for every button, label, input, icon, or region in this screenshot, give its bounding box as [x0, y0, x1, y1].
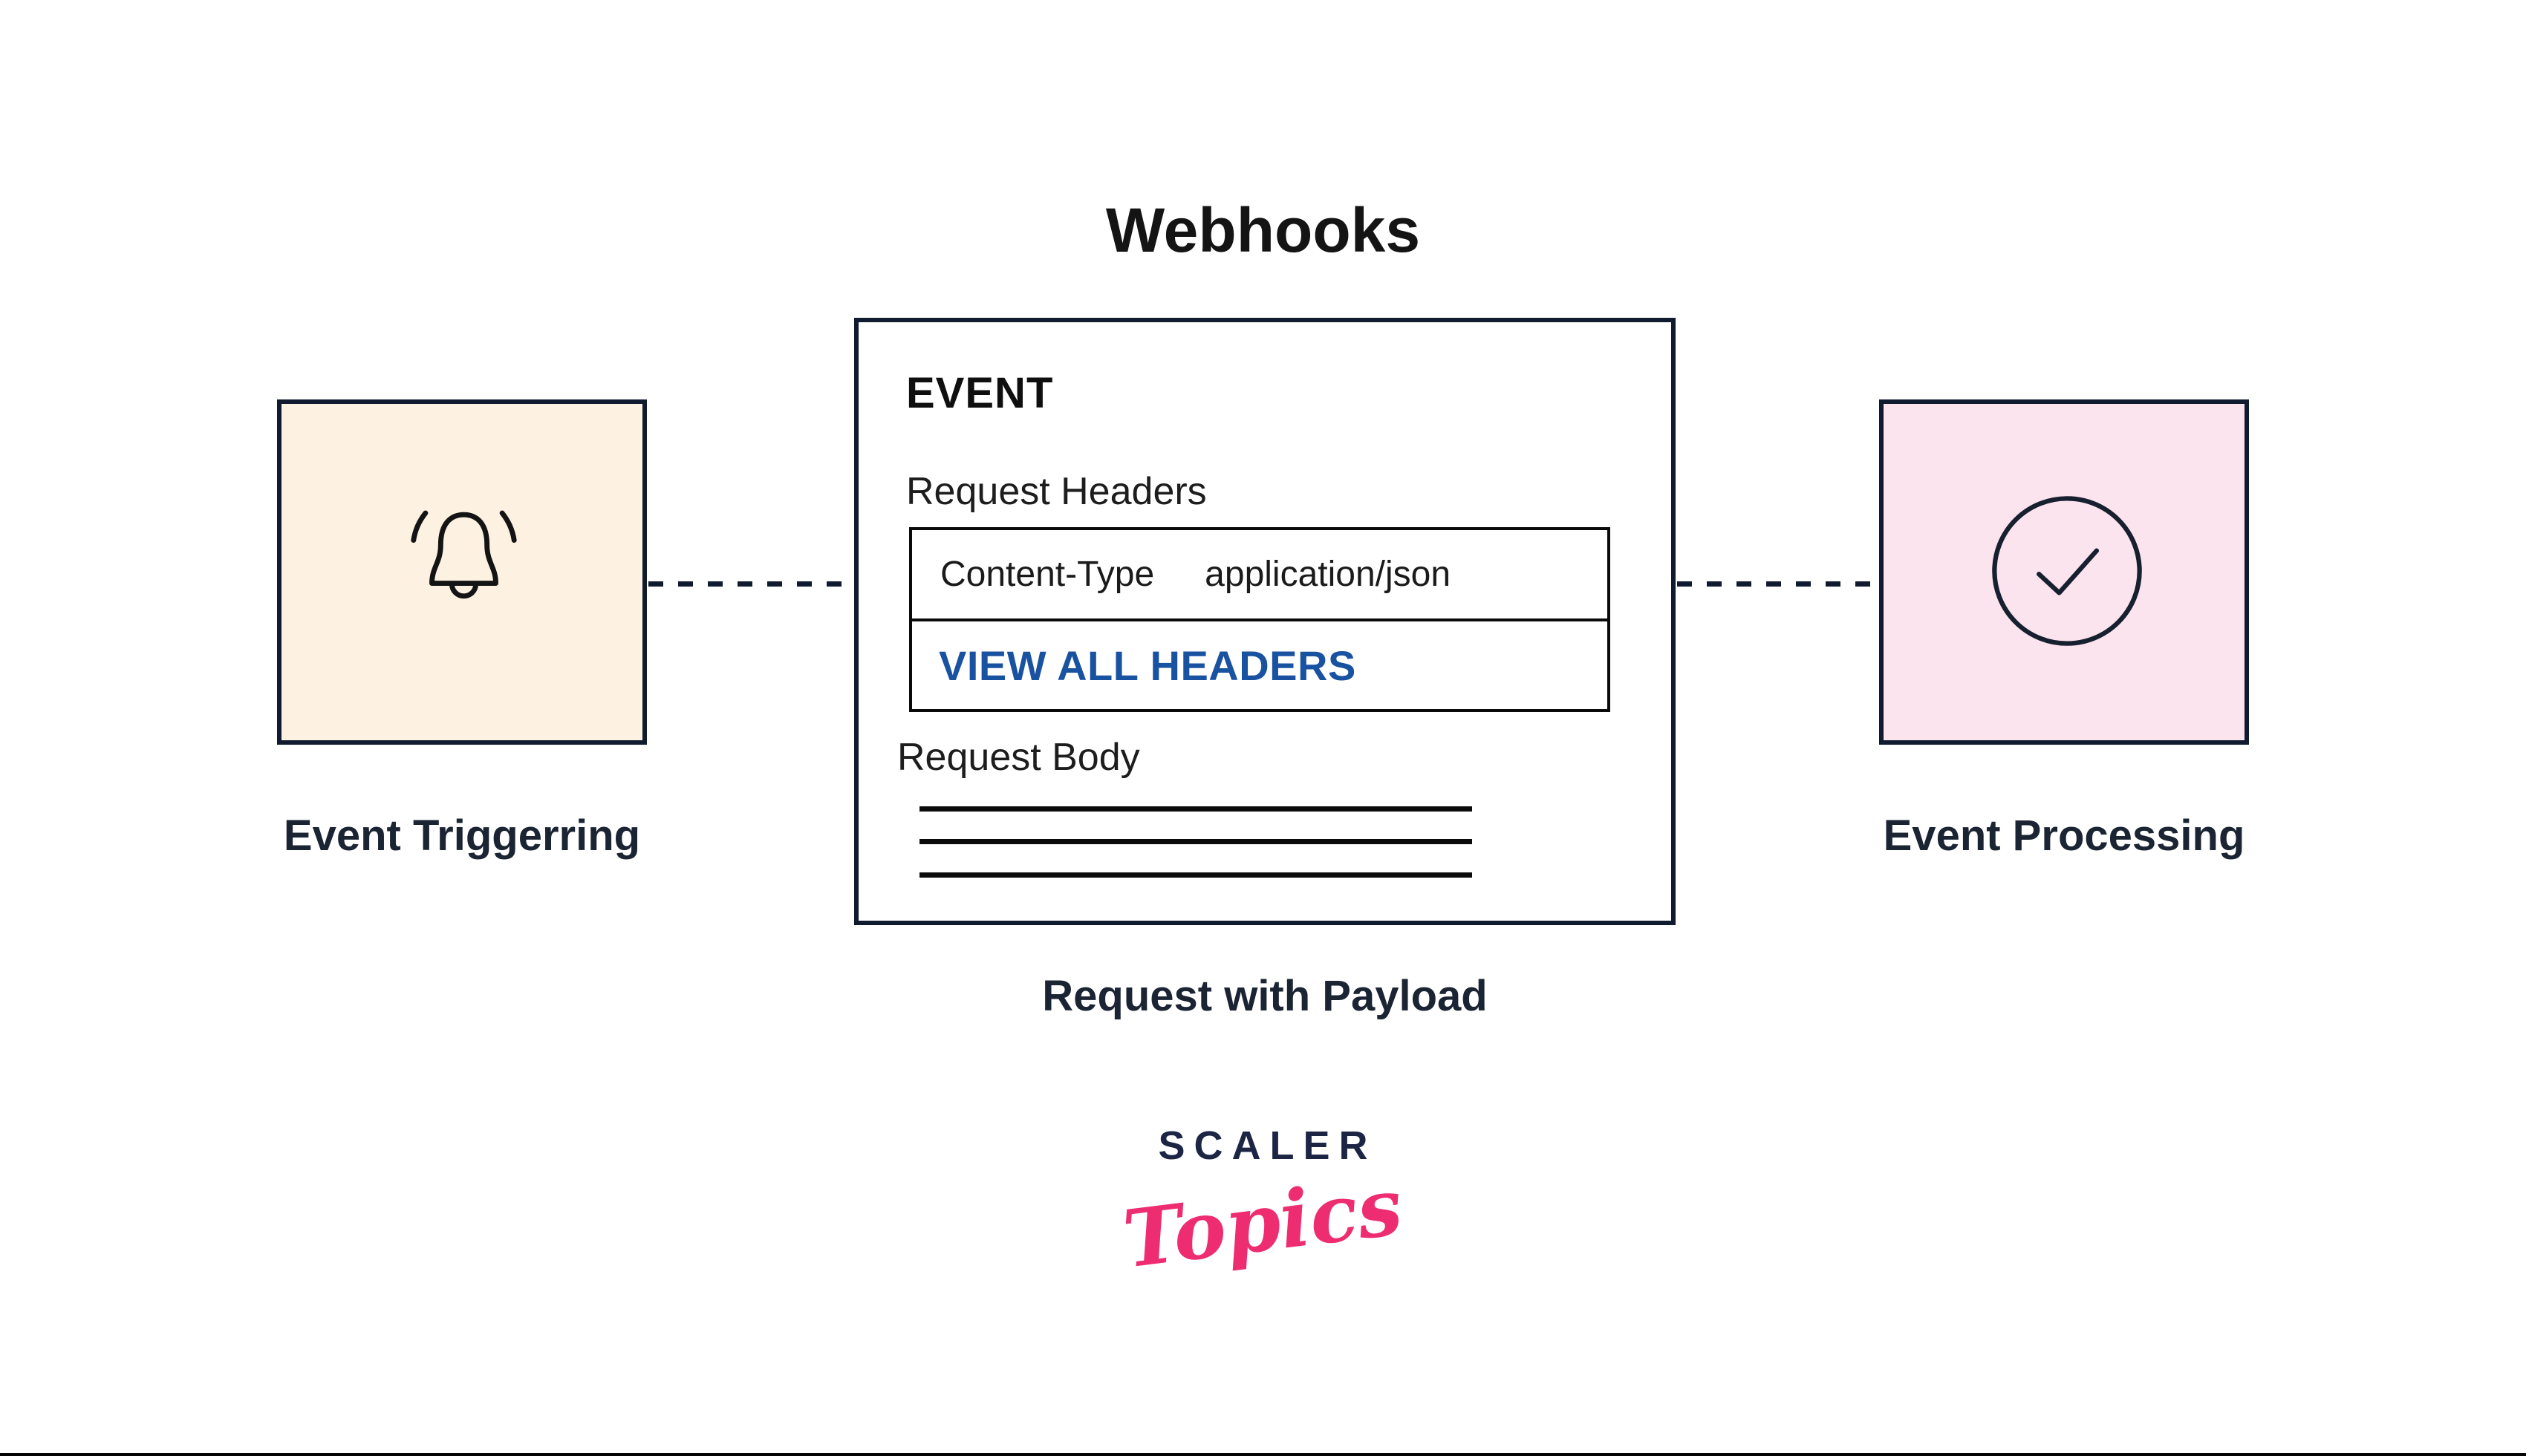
connector-right-dashed-line: [1677, 581, 1879, 587]
header-row: Content-Type application/json: [912, 530, 1607, 618]
request-with-payload-caption: Request with Payload: [1042, 972, 1488, 1020]
bell-icon: [411, 510, 517, 599]
connector-left-dashed-line: [648, 581, 853, 587]
bottom-divider: [0, 1453, 2526, 1456]
body-placeholder-line: [919, 839, 1472, 844]
view-all-headers-link[interactable]: VIEW ALL HEADERS: [939, 642, 1356, 689]
body-placeholder-line: [919, 872, 1472, 878]
event-triggering-label: Event Triggerring: [283, 812, 641, 860]
page-title: Webhooks: [1105, 195, 1421, 265]
request-body-label: Request Body: [897, 736, 1140, 779]
headers-table: Content-Type application/json VIEW ALL H…: [909, 527, 1610, 712]
header-key: Content-Type: [940, 555, 1155, 594]
event-triggering-box: [277, 399, 647, 745]
scaler-topics-logo: Topics: [0, 1160, 2526, 1286]
header-value: application/json: [1205, 555, 1451, 594]
event-heading: EVENT: [906, 369, 1054, 417]
topics-logo-script: Topics: [1119, 1159, 1407, 1286]
event-processing-box: [1879, 399, 2249, 745]
view-all-headers-row: VIEW ALL HEADERS: [912, 618, 1607, 709]
check-circle-icon: [1992, 496, 2142, 646]
scaler-logo-text: SCALER: [1158, 1123, 1377, 1168]
body-placeholder-line: [919, 806, 1472, 812]
event-processing-label: Event Processing: [1883, 812, 2245, 860]
request-headers-label: Request Headers: [906, 470, 1207, 513]
event-request-card: EVENT Request Headers Content-Type appli…: [854, 318, 1676, 925]
